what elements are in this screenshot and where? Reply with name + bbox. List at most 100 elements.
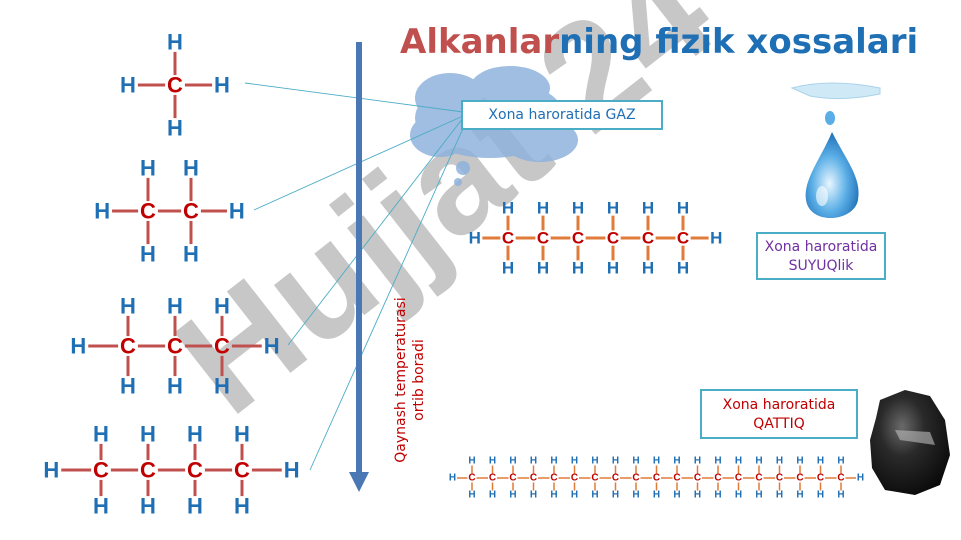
hydrogen-atom: H	[817, 456, 824, 467]
hydrogen-atom: H	[537, 199, 549, 218]
title-alkanlar: Alkanlar	[400, 22, 560, 62]
hydrogen-atom: H	[796, 456, 803, 467]
hydrogen-atom: H	[489, 490, 496, 501]
hydrogen-atom: H	[677, 259, 689, 278]
hydrogen-atom: H	[229, 199, 245, 224]
carbon-atom: C	[167, 73, 183, 98]
hydrogen-atom: H	[607, 199, 619, 218]
hydrogen-atom: H	[550, 456, 557, 467]
hydrogen-atom: H	[120, 73, 136, 98]
hydrogen-atom: H	[167, 294, 183, 319]
hydrogen-atom: H	[187, 494, 203, 519]
boiling-point-label: Qaynash temperaturasi ortib boradi	[392, 295, 432, 465]
page-title: Alkanlarning fizik xossalari	[400, 22, 918, 62]
hydrogen-atom: H	[187, 422, 203, 447]
hydrogen-atom: H	[502, 259, 514, 278]
hydrogen-atom: H	[120, 374, 136, 399]
hydrogen-atom: H	[70, 334, 86, 359]
hydrogen-atom: H	[710, 229, 722, 248]
hydrogen-atom: H	[167, 116, 183, 141]
hydrogen-atom: H	[489, 456, 496, 467]
carbon-atom: C	[120, 334, 136, 359]
hydrogen-atom: H	[607, 259, 619, 278]
carbon-atom: C	[607, 229, 619, 248]
hydrogen-atom: H	[93, 494, 109, 519]
hydrogen-atom: H	[796, 490, 803, 501]
carbon-atom: C	[677, 229, 689, 248]
carbon-atom: C	[571, 473, 578, 484]
hydrogen-atom: H	[714, 456, 721, 467]
hydrogen-atom: H	[120, 294, 136, 319]
hydrogen-atom: H	[571, 490, 578, 501]
hydrogen-atom: H	[632, 490, 639, 501]
hydrogen-atom: H	[509, 490, 516, 501]
hydrogen-atom: H	[632, 456, 639, 467]
carbon-atom: C	[183, 199, 199, 224]
hydrogen-atom: H	[653, 456, 660, 467]
hydrogen-atom: H	[509, 456, 516, 467]
hydrogen-atom: H	[264, 334, 280, 359]
hydrogen-atom: H	[572, 259, 584, 278]
hydrogen-atom: H	[537, 259, 549, 278]
hydrogen-atom: H	[167, 374, 183, 399]
hydrogen-atom: H	[755, 456, 762, 467]
liquid-state-label: Xona haroratida SUYUQlik	[756, 232, 886, 280]
carbon-atom: C	[817, 473, 824, 484]
carbon-atom: C	[572, 229, 584, 248]
hydrogen-atom: H	[468, 456, 475, 467]
hydrogen-atom: H	[469, 229, 481, 248]
hydrogen-atom: H	[673, 456, 680, 467]
carbon-atom: C	[140, 458, 156, 483]
hydrogen-atom: H	[694, 456, 701, 467]
hydrogen-atom: H	[140, 494, 156, 519]
carbon-atom: C	[167, 334, 183, 359]
solid-state-label: Xona haroratida QATTIQ	[700, 389, 858, 439]
hydrogen-atom: H	[612, 490, 619, 501]
carbon-atom: C	[673, 473, 680, 484]
hydrogen-atom: H	[140, 422, 156, 447]
hydrogen-atom: H	[776, 456, 783, 467]
carbon-atom: C	[468, 473, 475, 484]
carbon-atom: C	[755, 473, 762, 484]
hydrogen-atom: H	[735, 456, 742, 467]
hydrogen-atom: H	[612, 456, 619, 467]
hydrogen-atom: H	[642, 199, 654, 218]
hydrogen-atom: H	[94, 199, 110, 224]
hydrogen-atom: H	[93, 422, 109, 447]
solid-label-line1: Xona haroratida	[722, 397, 836, 413]
hydrogen-atom: H	[214, 374, 230, 399]
title-rest: ning fizik xossalari	[559, 22, 919, 62]
water-drop-icon	[790, 82, 881, 219]
coal-rock-icon	[870, 390, 950, 495]
hydrogen-atom: H	[591, 456, 598, 467]
carbon-atom: C	[837, 473, 844, 484]
hydrogen-atom: H	[140, 156, 156, 181]
carbon-atom: C	[140, 199, 156, 224]
hydrogen-atom: H	[817, 490, 824, 501]
gas-state-label: Xona haroratida GAZ	[461, 100, 663, 130]
hydrogen-atom: H	[694, 490, 701, 501]
carbon-atom: C	[214, 334, 230, 359]
hydrogen-atom: H	[677, 199, 689, 218]
hydrogen-atom: H	[234, 494, 250, 519]
hydrogen-atom: H	[571, 456, 578, 467]
hydrogen-atom: H	[449, 473, 456, 484]
boiling-label-line1: Qaynash temperaturasi	[393, 297, 409, 463]
hydrogen-atom: H	[857, 473, 864, 484]
hydrogen-atom: H	[140, 242, 156, 267]
hydrogen-atom: H	[468, 490, 475, 501]
carbon-atom: C	[632, 473, 639, 484]
carbon-atom: C	[714, 473, 721, 484]
carbon-atom: C	[694, 473, 701, 484]
hydrogen-atom: H	[591, 490, 598, 501]
gas-label-text: Xona haroratida GAZ	[488, 107, 636, 123]
hydrogen-atom: H	[214, 294, 230, 319]
hydrogen-atom: H	[550, 490, 557, 501]
hydrogen-atom: H	[735, 490, 742, 501]
hydrogen-atom: H	[183, 156, 199, 181]
